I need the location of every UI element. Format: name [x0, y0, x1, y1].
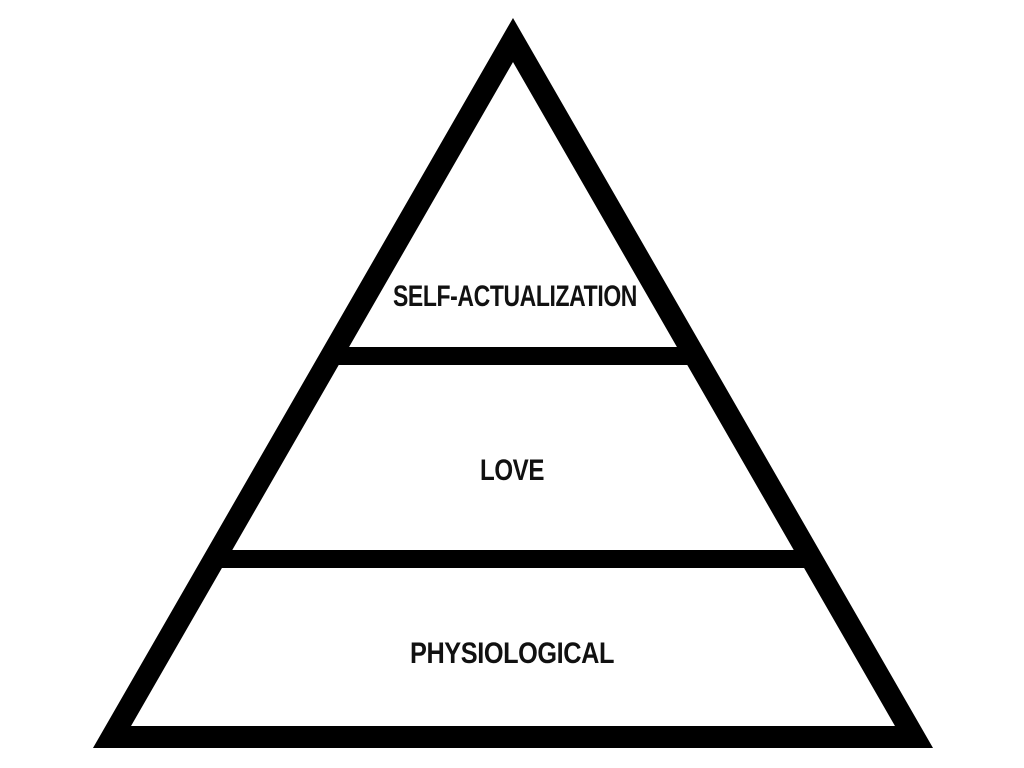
pyramid-outline: [92, 17, 934, 748]
tier-label-self-actualization: SELF-ACTUALIZATION: [393, 280, 637, 313]
tier-label-physiological: PHYSIOLOGICAL: [410, 637, 614, 670]
tier-label-love: LOVE: [480, 454, 544, 487]
